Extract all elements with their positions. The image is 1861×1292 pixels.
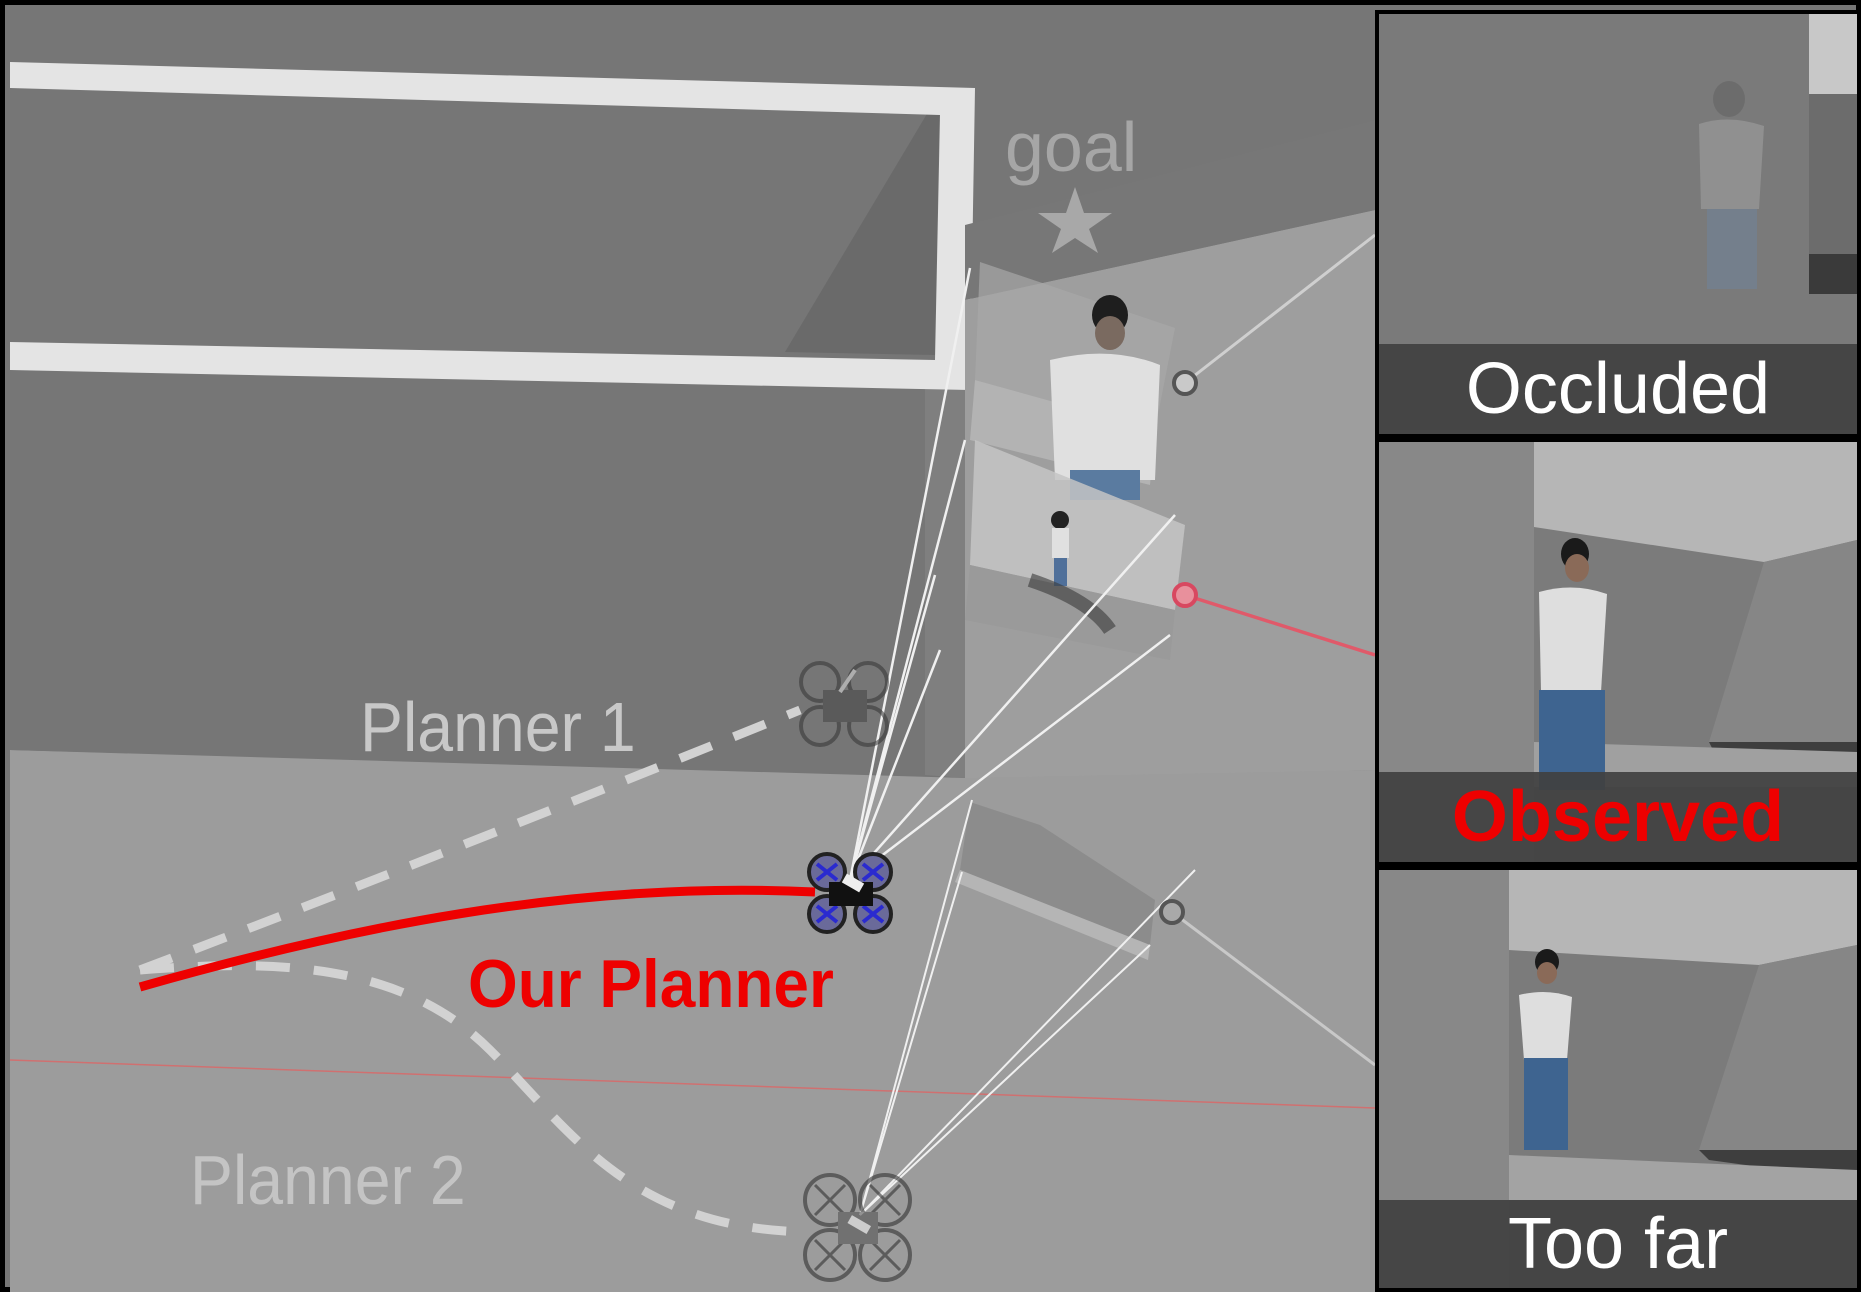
planner1-label: Planner 1	[360, 688, 636, 766]
camera-view-panels: Occluded Observed	[1375, 10, 1861, 1292]
simulation-scene: goal Planner 1 Planner 2 Our Planner	[10, 10, 1375, 1292]
too-far-caption: Too far	[1507, 1204, 1729, 1284]
goal-star-icon	[1038, 187, 1112, 253]
planner2-label: Planner 2	[190, 1141, 466, 1219]
scene-graphics	[10, 62, 1375, 1292]
planner1-drone-icon[interactable]	[795, 660, 895, 750]
our-planner-label: Our Planner	[468, 946, 834, 1022]
occluded-caption-bar: Occluded	[1379, 344, 1857, 434]
occluded-caption: Occluded	[1465, 349, 1771, 429]
planner2-drone-icon[interactable]	[800, 1170, 915, 1285]
goal-label: goal	[1005, 108, 1138, 186]
our-planner-drone-icon[interactable]	[805, 852, 897, 936]
panel-occluded[interactable]: Occluded	[1379, 14, 1857, 434]
too-far-target-marker-icon[interactable]	[1157, 897, 1187, 927]
observed-caption: Observed	[1451, 777, 1785, 857]
too-far-caption-bar: Too far	[1379, 1200, 1857, 1288]
observed-caption-bar: Observed	[1379, 772, 1857, 862]
panel-too-far[interactable]: Too far	[1379, 870, 1857, 1288]
observed-target-marker-icon[interactable]	[1170, 580, 1200, 610]
panel-observed[interactable]: Observed	[1379, 442, 1857, 862]
occluded-target-marker-icon[interactable]	[1170, 368, 1200, 398]
